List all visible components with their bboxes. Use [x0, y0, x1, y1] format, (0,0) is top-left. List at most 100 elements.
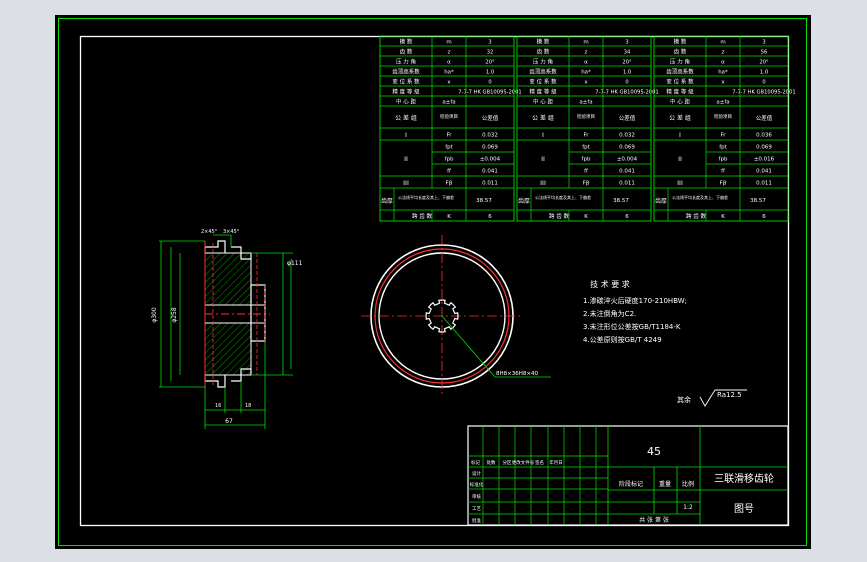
pair-label: 跨 齿 数: [549, 212, 569, 220]
pair-symbol: K: [584, 214, 588, 220]
param-symbol: z: [722, 50, 725, 56]
scale-value: 1:2: [683, 504, 693, 511]
param-name: 精 度 等 级: [666, 88, 694, 96]
signature-cell: 审核: [472, 493, 481, 500]
mesh-value: 38.57: [476, 198, 492, 204]
param-symbol: a±fa: [442, 100, 455, 106]
param-name: 齿顶高系数: [392, 68, 420, 76]
tol-symbol: Fr: [446, 133, 452, 139]
tol-group-label: II: [541, 155, 545, 163]
tol-symbol: Fβ: [720, 181, 727, 187]
param-symbol: m: [583, 40, 588, 46]
dim-outer-diameter: φ300: [151, 307, 158, 323]
param-value: 3: [762, 40, 765, 46]
pair-label: 跨 齿 数: [412, 212, 432, 220]
param-name: 中 心 距: [670, 98, 690, 106]
mesh-sub: 公法线平均长度及其上、下偏差: [535, 194, 591, 200]
material-value: 45: [647, 445, 661, 458]
revision-cell: 签名: [535, 459, 544, 466]
spline-hole: [425, 299, 459, 333]
tol-symbol: fpt: [719, 145, 727, 151]
section-lower-hatch: [204, 322, 252, 376]
param-symbol: x: [584, 80, 588, 86]
tol-value: 0.011: [482, 181, 498, 187]
param-symbol: α: [721, 60, 725, 66]
tol-value: 0.041: [482, 169, 498, 175]
weight-label: 重量: [659, 480, 671, 488]
param-name: 齿 数: [537, 48, 550, 56]
pair-value: 6: [488, 214, 492, 220]
tol-value: 0.041: [756, 169, 772, 175]
tech-req-title: 技 术 要 求: [590, 279, 630, 289]
tol-group-label: I: [542, 131, 544, 139]
section-upper-hatch: [204, 252, 252, 306]
param-name: 压 力 角: [396, 58, 416, 66]
param-name: 齿顶高系数: [529, 68, 557, 76]
param-value: 0: [625, 80, 628, 86]
tol-symbol: fpb: [719, 157, 728, 163]
revision-cell: 分区: [503, 459, 512, 466]
tol-value: 0.032: [482, 133, 498, 139]
dim-width: 67: [225, 418, 233, 425]
param-name: 压 力 角: [533, 58, 553, 66]
param-symbol: α: [447, 60, 451, 66]
tol-symbol: ff: [721, 169, 725, 175]
tol-group-label: III: [403, 179, 409, 187]
tech-req-item-2: 2.未注倒角为C2.: [583, 309, 636, 318]
tol-value: 0.011: [619, 181, 635, 187]
param-value: 3: [625, 40, 628, 46]
drawing-number: 图号: [734, 503, 754, 515]
mesh-label: 齿厚: [381, 197, 393, 205]
mesh-value: 38.57: [750, 198, 766, 204]
revision-cell: 更改文件号: [512, 459, 535, 466]
roughness-value: Ra12.5: [717, 391, 742, 399]
param-symbol: z: [448, 50, 451, 56]
signature-cell: 批准: [472, 517, 481, 524]
tol-group-header: 公 差 组: [532, 114, 554, 122]
param-name: 模 数: [674, 38, 687, 46]
signature-cell: 标准化: [470, 481, 484, 488]
param-value: 1.0: [760, 70, 768, 76]
mesh-label: 齿厚: [655, 197, 667, 205]
param-value: 0: [762, 80, 765, 86]
param-symbol: z: [585, 50, 588, 56]
tech-req-item-4: 4.公差原则按GB/T 4249: [583, 335, 662, 344]
tol-value: 0.041: [619, 169, 635, 175]
technical-requirements: 技 术 要 求 1.渗碳淬火后硬度170-210HBW; 2.未注倒角为C2. …: [583, 279, 687, 344]
tol-value-header: 公差值: [756, 114, 773, 122]
inner-frame: [79, 35, 790, 527]
param-symbol: a±fa: [716, 100, 729, 106]
param-value: 1.0: [623, 70, 631, 76]
tol-symbol: Fβ: [583, 181, 590, 187]
tol-value: 0.036: [756, 133, 772, 139]
tol-symbol: fpb: [445, 157, 454, 163]
tol-group-label: III: [540, 179, 546, 187]
stage-label: 阶段标记: [619, 480, 643, 488]
param-value: 34: [624, 50, 631, 56]
mesh-label: 齿厚: [518, 197, 530, 205]
sheet-info: 共 张 第 张: [639, 516, 669, 524]
pair-value: 6: [762, 214, 766, 220]
param-value: 3: [488, 40, 491, 46]
param-name: 变 位 系 数: [392, 78, 420, 86]
param-value: 7-7-7 HK GB10095-2001: [458, 90, 521, 96]
tol-group-header: 公 差 组: [669, 114, 691, 122]
tol-group-header: 公 差 组: [395, 114, 417, 122]
tol-group-label: III: [677, 179, 683, 187]
param-value: 20°: [622, 60, 632, 66]
dim-chamfer-a: 2×45°: [201, 229, 218, 235]
param-value: 20°: [759, 60, 769, 66]
tol-group-label: I: [679, 131, 681, 139]
outer-frame: [58, 18, 807, 546]
param-symbol: ha*: [444, 70, 454, 76]
param-value: 7-7-7 HK GB10095-2001: [595, 90, 658, 96]
param-name: 中 心 距: [396, 98, 416, 106]
tol-value-header: 公差值: [619, 114, 636, 122]
param-name: 变 位 系 数: [529, 78, 557, 86]
tol-group-label: II: [678, 155, 682, 163]
param-symbol: ha*: [718, 70, 728, 76]
param-symbol: x: [721, 80, 725, 86]
